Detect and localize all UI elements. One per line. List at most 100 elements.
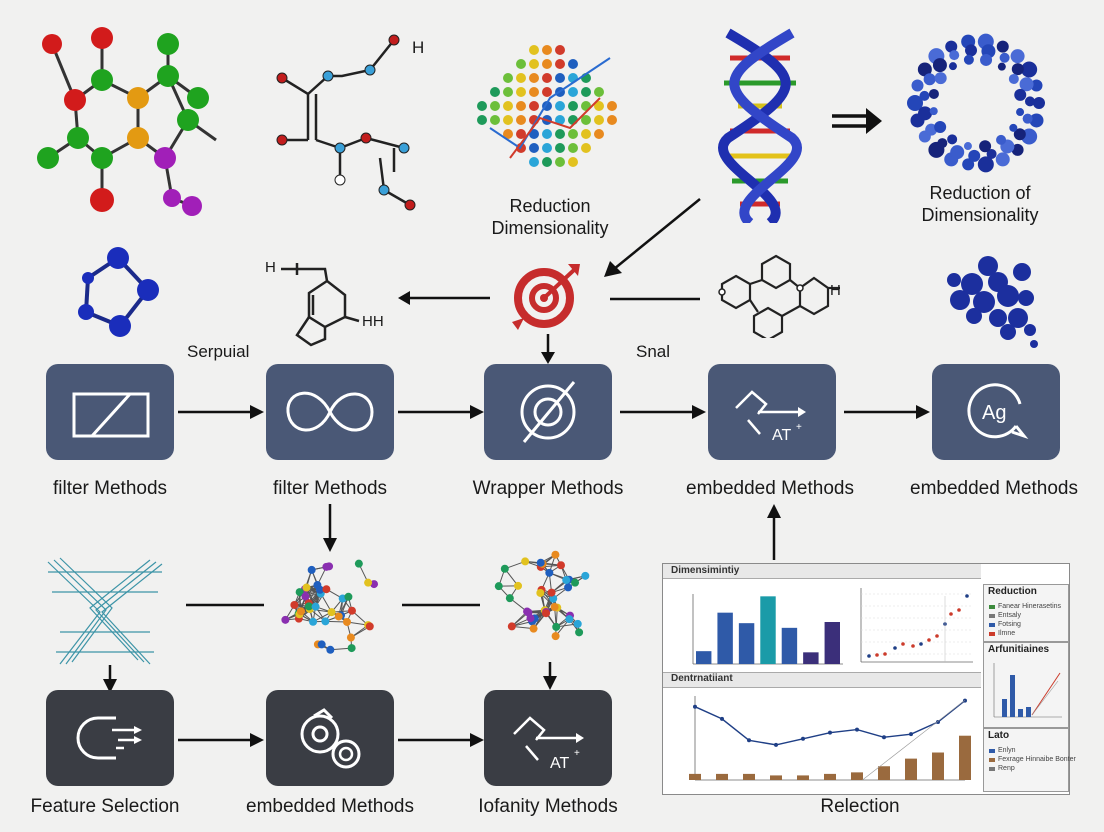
embedded-methods-card-3[interactable] [266,690,394,786]
serpuial-caption: Serpuial [187,342,249,362]
hexagon-ring-structure-illustration [275,255,385,350]
scatter-point [875,653,879,657]
scatter-point [935,634,939,638]
line-point [693,705,697,709]
snal-caption: Snal [636,342,670,362]
arrow-left-connector [398,288,493,308]
dashboard-bottom-title: Dentrnatiiant [671,673,733,684]
bar [782,628,797,664]
infinity-loop-icon [266,364,394,460]
bar [803,652,818,664]
bar [760,596,775,664]
flow-arrow-icon: AT + [484,690,612,786]
embedded-methods-card-2[interactable]: Ag [932,364,1060,460]
colored-network-graph-illustration-2 [490,545,610,665]
lato-side-title: Lato [988,730,1009,741]
flow-arrow-icon: AT + [708,364,836,460]
bar [851,772,863,780]
line-connector-right [610,297,700,301]
sphere-cluster-ring-illustration [902,28,1052,178]
colored-molecule-illustration [30,20,220,220]
line-point [855,728,859,732]
line-point [720,717,724,721]
down-arrow-lattice [100,665,120,693]
series-line [695,701,965,745]
scatter-point [949,612,953,616]
series-line [1032,681,1058,715]
loop-arrows-icon [46,690,174,786]
gear-circles-icon [266,690,394,786]
line-bar-chart [679,690,975,790]
bar [696,651,711,664]
scatter-point [927,638,931,642]
bar [739,623,754,664]
arrow-right-1 [178,404,264,420]
line-connector-lower-1 [186,603,264,607]
line-point [963,699,967,703]
bar [717,613,732,664]
scatter-point [867,654,871,658]
arrow-down-to-wrapper [538,334,558,364]
svg-text:+: + [796,422,802,433]
hh-label: HH [362,313,384,330]
iofanity-methods-label: Iofanity Methods [460,796,636,818]
line-point [747,738,751,742]
svg-text:AT: AT [550,755,569,772]
line-point [909,732,913,736]
linked-rings-structure-illustration [710,248,850,338]
ag-speech-icon: Ag [932,364,1060,460]
bar [743,774,755,780]
filter-methods-card-1[interactable] [46,364,174,460]
arrow-right-2 [398,404,484,420]
scatter-point [965,594,969,598]
colored-network-graph-illustration-1 [272,548,382,658]
bar [1002,699,1007,717]
diagonal-arrow-connector [600,195,705,280]
arfunitiaines-side-box: Arfunitiaines [983,642,1069,728]
scatter-point [893,646,897,650]
dashboard-panel: Dimensimintiy Dentrnatiiant Reduction Fa… [662,563,1070,795]
blue-sphere-cluster-illustration [930,252,1040,352]
arrow-right-5 [178,732,264,748]
series-line [1032,673,1060,715]
rectangle-slash-icon [46,364,174,460]
embedded-methods-label-3: embedded Methods [240,796,420,818]
arrow-right-3 [620,404,706,420]
bar [824,774,836,780]
structural-formula-illustration [270,30,430,215]
filter-methods-card-2[interactable] [266,364,394,460]
reduction-of-dimensionality-caption: Reduction of Dimensionality [905,182,1055,226]
relection-caption: Relection [780,796,940,818]
iofanity-methods-card[interactable]: AT + [484,690,612,786]
legend-item: Enlyn [998,747,1016,754]
bar [1026,707,1031,717]
bar [797,775,809,780]
svg-text:+: + [574,748,580,759]
line-point [882,735,886,739]
scatter-point [919,642,923,646]
h-label-right: H [830,282,841,299]
scatter-point [883,652,887,656]
lato-side-box: Lato Enlyn Fexrage Hinnaibe Bonter Renp [983,728,1069,792]
line-point [828,731,832,735]
red-target-icon [508,262,580,332]
legend-item: Renp [998,765,1015,772]
feature-selection-card[interactable] [46,690,174,786]
embedded-methods-card-1[interactable]: AT + [708,364,836,460]
h-label-top: H [412,38,424,58]
filter-methods-label-2: filter Methods [250,478,410,500]
bar [770,775,782,780]
reduction-side-box: Reduction Fanear Hinerasetins Entsaly Fo… [983,584,1069,642]
scatter-chart [849,584,975,670]
bar [825,622,840,664]
legend-item: Fotsing [998,621,1021,628]
double-arrow-icon [830,108,884,134]
wrapper-methods-card[interactable] [484,364,612,460]
reduction-side-title: Reduction [988,586,1037,597]
bar [959,736,971,780]
bar [1018,709,1023,717]
target-slash-icon [484,364,612,460]
wrapper-methods-label: Wrapper Methods [468,478,628,500]
arfunitiaines-side-title: Arfunitiaines [988,644,1049,655]
feature-selection-label: Feature Selection [20,796,190,818]
